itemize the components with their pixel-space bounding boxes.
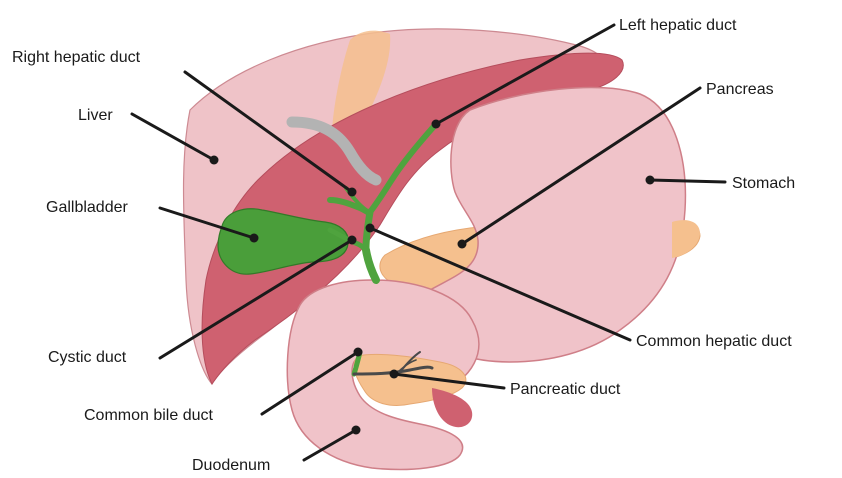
pointer-pancreatic-duct bbox=[390, 370, 399, 379]
label-stomach: Stomach bbox=[732, 175, 795, 192]
duodenum-edge bbox=[432, 388, 472, 427]
leader-stomach bbox=[650, 180, 725, 182]
common-bile-duct-path bbox=[366, 250, 376, 280]
label-right-hepatic-duct: Right hepatic duct bbox=[12, 49, 141, 66]
pointer-pancreas bbox=[458, 240, 467, 249]
label-cystic-duct: Cystic duct bbox=[48, 349, 127, 366]
label-common-bile-duct: Common bile duct bbox=[84, 407, 214, 424]
pointer-gallbladder bbox=[250, 234, 259, 243]
pointer-common-hepatic-duct bbox=[366, 224, 375, 233]
pointer-cystic-duct bbox=[348, 236, 357, 245]
label-gallbladder: Gallbladder bbox=[46, 199, 129, 216]
pointer-common-bile-duct bbox=[354, 348, 363, 357]
pointer-duodenum bbox=[352, 426, 361, 435]
label-duodenum: Duodenum bbox=[192, 457, 270, 474]
label-pancreas: Pancreas bbox=[706, 81, 774, 98]
pancreas-tail bbox=[672, 220, 700, 258]
label-left-hepatic-duct: Left hepatic duct bbox=[619, 17, 737, 34]
label-liver: Liver bbox=[78, 107, 113, 124]
pointer-right-hepatic-duct bbox=[348, 188, 357, 197]
label-common-hepatic-duct: Common hepatic duct bbox=[636, 333, 792, 350]
pointer-left-hepatic-duct bbox=[432, 120, 441, 129]
pointer-stomach bbox=[646, 176, 655, 185]
pointer-liver bbox=[210, 156, 219, 165]
label-pancreatic-duct: Pancreatic duct bbox=[510, 381, 621, 398]
